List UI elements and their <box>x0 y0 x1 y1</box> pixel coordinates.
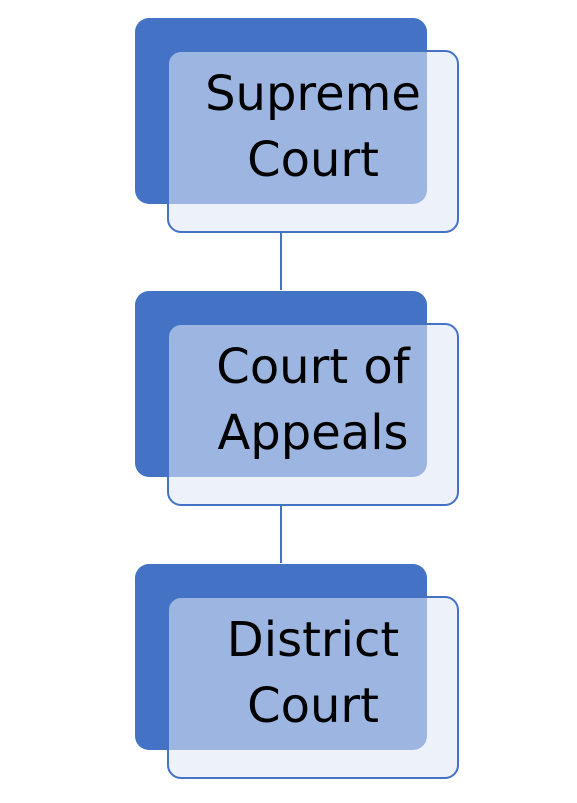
node-label-line-2: Court <box>247 132 379 188</box>
node-label-line-1: Court of <box>216 339 410 395</box>
node-label-line-2: Court <box>247 678 379 734</box>
connector-appeals-to-district <box>280 506 282 563</box>
node-box <box>167 596 459 779</box>
node-supreme-court: Supreme Court <box>135 18 463 236</box>
node-district-court: District Court <box>135 564 463 782</box>
node-court-of-appeals: Court of Appeals <box>135 291 463 509</box>
node-label: Supreme Court <box>167 50 459 204</box>
node-label-line-1: Supreme <box>205 66 421 122</box>
node-label: District Court <box>167 596 459 750</box>
node-box <box>167 323 459 506</box>
node-label-line-1: District <box>226 612 400 668</box>
node-label-line-2: Appeals <box>217 405 409 461</box>
node-label: Court of Appeals <box>167 323 459 477</box>
connector-supreme-to-appeals <box>280 233 282 290</box>
node-box <box>167 50 459 233</box>
